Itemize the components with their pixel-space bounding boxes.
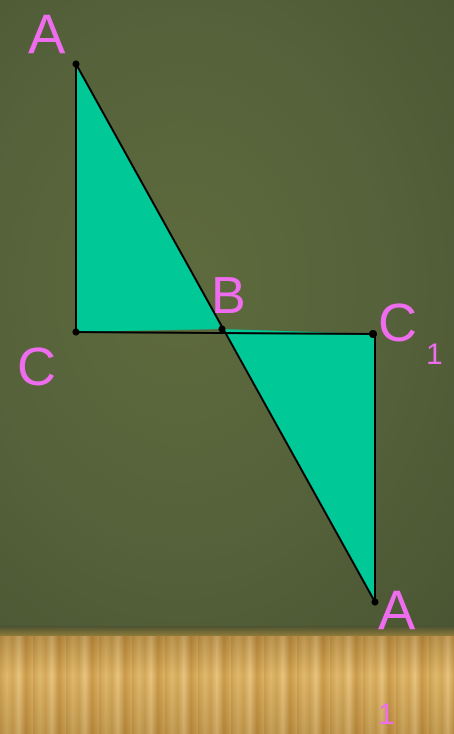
- point-b: [218, 325, 226, 333]
- wooden-ledge: [0, 636, 454, 734]
- segment-aa1: [75, 63, 376, 603]
- label-a-bottom: A: [378, 578, 416, 641]
- point-c1: [369, 330, 377, 338]
- label-b: B: [211, 267, 246, 325]
- label-c1-subscript: 1: [426, 338, 443, 371]
- chalkboard-frame: [0, 626, 454, 636]
- label-a1-subscript: 1: [378, 698, 395, 731]
- point-a1: [371, 598, 379, 606]
- wood-grain: [0, 636, 454, 734]
- label-a-top: A: [28, 2, 66, 65]
- label-c1: C: [378, 293, 417, 353]
- point-a: [72, 60, 80, 68]
- point-c: [72, 328, 80, 336]
- label-c: C: [17, 337, 56, 397]
